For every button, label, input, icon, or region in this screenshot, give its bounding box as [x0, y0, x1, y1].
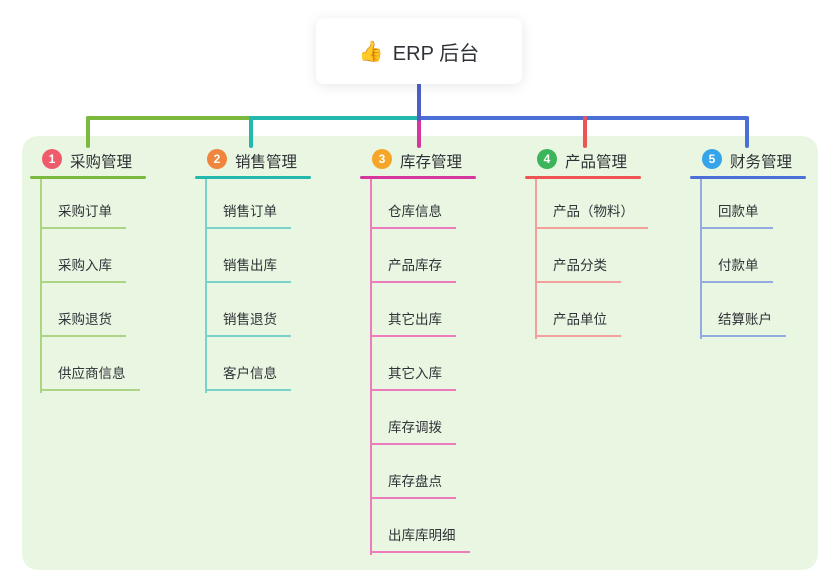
- branch-4-children-line: [535, 179, 537, 339]
- branch-badge-2: 2: [207, 149, 227, 169]
- branch-2-children-line: [205, 179, 207, 393]
- root-node[interactable]: 👍 ERP 后台: [316, 18, 522, 84]
- branch-underline-4: [525, 176, 641, 179]
- child-node[interactable]: 供应商信息: [40, 365, 140, 391]
- connector-branch-4-drop: [583, 116, 587, 148]
- child-node[interactable]: 销售出库: [205, 257, 291, 283]
- child-node[interactable]: 采购订单: [40, 203, 126, 229]
- connector-branch-1-drop: [86, 116, 90, 148]
- child-node[interactable]: 出库库明细: [370, 527, 470, 553]
- branch-1-children-line: [40, 179, 42, 393]
- child-node[interactable]: 结算账户: [700, 311, 786, 337]
- child-node[interactable]: 回款单: [700, 203, 773, 229]
- branch-node-5[interactable]: 财务管理: [730, 154, 793, 171]
- branch-underline-5: [690, 176, 806, 179]
- root-node-label: ERP 后台: [392, 42, 480, 65]
- connector-branch-2-drop: [249, 116, 253, 148]
- child-node[interactable]: 销售订单: [205, 203, 291, 229]
- branch-badge-5: 5: [702, 149, 722, 169]
- branch-node-2[interactable]: 销售管理: [235, 154, 298, 171]
- child-node[interactable]: 销售退货: [205, 311, 291, 337]
- child-node[interactable]: 采购退货: [40, 311, 126, 337]
- child-node[interactable]: 采购入库: [40, 257, 126, 283]
- branch-5-children-line: [700, 179, 702, 339]
- child-node[interactable]: 客户信息: [205, 365, 291, 391]
- child-node[interactable]: 产品（物料）: [535, 203, 648, 229]
- thumbs-up-icon: 👍: [358, 40, 384, 63]
- child-node[interactable]: 仓库信息: [370, 203, 456, 229]
- child-node[interactable]: 产品库存: [370, 257, 456, 283]
- connector-root-stem: [417, 83, 421, 121]
- branch-node-4[interactable]: 产品管理: [565, 154, 628, 171]
- child-node[interactable]: 产品单位: [535, 311, 621, 337]
- branch-underline-1: [30, 176, 146, 179]
- branch-node-3[interactable]: 库存管理: [400, 154, 463, 171]
- child-node[interactable]: 库存调拨: [370, 419, 456, 445]
- mindmap-background-panel: [22, 136, 818, 570]
- branch-underline-3: [360, 176, 476, 179]
- child-node[interactable]: 付款单: [700, 257, 773, 283]
- branch-badge-1: 1: [42, 149, 62, 169]
- child-node[interactable]: 库存盘点: [370, 473, 456, 499]
- child-node[interactable]: 其它入库: [370, 365, 456, 391]
- connector-branch-2-horizontal: [249, 116, 421, 120]
- branch-badge-3: 3: [372, 149, 392, 169]
- branch-3-children-line: [370, 179, 372, 555]
- branch-node-1[interactable]: 采购管理: [70, 154, 133, 171]
- connector-branch-3-drop: [417, 116, 421, 148]
- branch-underline-2: [195, 176, 311, 179]
- branch-badge-4: 4: [537, 149, 557, 169]
- child-node[interactable]: 产品分类: [535, 257, 621, 283]
- child-node[interactable]: 其它出库: [370, 311, 456, 337]
- connector-branch-5-drop: [745, 116, 749, 148]
